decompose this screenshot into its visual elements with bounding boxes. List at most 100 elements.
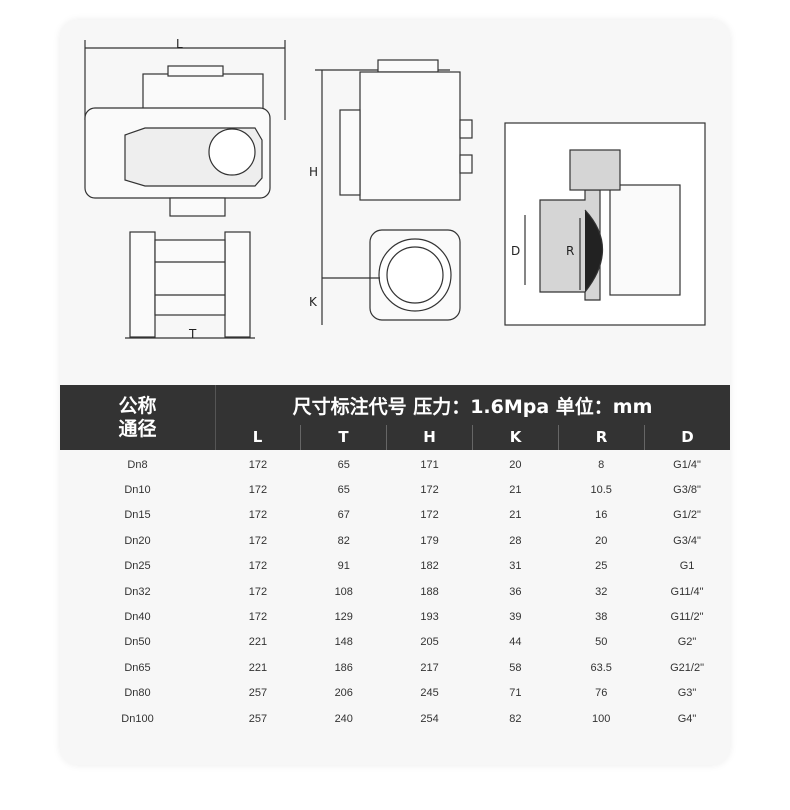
actuator-side <box>359 71 461 201</box>
cell-r: 16 <box>595 509 608 522</box>
column-header-l: L <box>252 428 263 446</box>
valve-body-front <box>154 239 226 316</box>
cell-t: 206 <box>334 687 353 700</box>
cell-l: 172 <box>248 611 268 624</box>
row-name: Dn25 <box>124 560 151 573</box>
table-row: Dn15 172 67 172 21 16 G1/2" <box>60 503 730 528</box>
nominal-diameter-header: 公称 通径 <box>60 385 216 450</box>
dim-label-r: R <box>566 244 575 258</box>
dim-label-l: L <box>176 37 183 51</box>
cell-k: 31 <box>509 560 522 573</box>
cell-d: G3/8" <box>673 484 701 497</box>
cell-d: G3" <box>677 687 697 700</box>
table-header: 公称 通径 尺寸标注代号 压力：1.6Mpa 单位：mm L T H K R D <box>60 385 730 450</box>
cell-k: 21 <box>509 484 522 497</box>
cell-k: 71 <box>509 687 522 700</box>
cell-r: 38 <box>595 611 608 624</box>
cell-t: 186 <box>334 661 353 674</box>
cell-d: G11/2" <box>670 611 704 624</box>
cell-h: 193 <box>420 611 439 624</box>
cell-d: G4" <box>677 712 697 725</box>
row-name: Dn50 <box>124 636 151 649</box>
header-left-line1: 公称 <box>118 394 157 417</box>
cell-k: 21 <box>509 509 522 522</box>
cell-r: 25 <box>595 560 608 573</box>
cell-l: 172 <box>248 585 268 598</box>
row-name: Dn80 <box>124 687 151 700</box>
row-name: Dn8 <box>127 458 148 471</box>
cell-k: 58 <box>509 661 522 674</box>
actuator-top <box>142 73 264 110</box>
cell-t: 148 <box>334 636 353 649</box>
cell-t: 91 <box>337 560 350 573</box>
table-title: 尺寸标注代号 压力：1.6Mpa 单位：mm <box>292 395 653 418</box>
cell-d: G2" <box>677 636 697 649</box>
cell-r: 20 <box>595 534 608 547</box>
header-left-line2: 通径 <box>118 417 157 440</box>
cell-t: 240 <box>334 712 353 725</box>
dim-label-h: H <box>309 165 319 179</box>
cell-d: G1 <box>679 560 695 573</box>
column-header-h: H <box>386 425 472 450</box>
cell-r: 32 <box>595 585 608 598</box>
cell-h: 172 <box>420 484 439 497</box>
column-header-k: K <box>472 425 558 450</box>
cell-t: 82 <box>337 534 350 547</box>
dim-label-k: K <box>309 295 317 309</box>
cell-h: 172 <box>420 509 439 522</box>
cell-k: 36 <box>509 585 522 598</box>
actuator-cover <box>208 128 256 176</box>
cell-t: 67 <box>337 509 350 522</box>
dim-label-d: D <box>511 244 521 258</box>
cell-l: 257 <box>248 687 268 700</box>
table-row: Dn40 172 129 193 39 38 G11/2" <box>60 604 730 629</box>
cell-h: 254 <box>420 712 439 725</box>
cell-d: G1/2" <box>673 509 701 522</box>
column-header-t: T <box>300 425 386 450</box>
cell-k: 20 <box>509 458 522 471</box>
cell-r: 10.5 <box>590 484 612 497</box>
cell-d: G3/4" <box>673 534 701 547</box>
dim-label-t: T <box>189 327 197 341</box>
cell-k: 82 <box>509 712 522 725</box>
cell-l: 257 <box>248 712 268 725</box>
cell-h: 245 <box>420 687 439 700</box>
column-headers: L T H K R D <box>215 425 730 450</box>
cell-d: G11/4" <box>670 585 704 598</box>
cell-h: 179 <box>420 534 439 547</box>
cell-h: 182 <box>420 560 439 573</box>
cell-t: 65 <box>337 484 350 497</box>
cell-h: 217 <box>420 661 439 674</box>
cell-l: 221 <box>248 636 268 649</box>
row-name: Dn65 <box>124 661 151 674</box>
row-name: Dn40 <box>124 611 151 624</box>
cell-l: 172 <box>248 509 268 522</box>
cell-l: 172 <box>248 484 268 497</box>
cell-r: 50 <box>595 636 608 649</box>
cell-l: 172 <box>248 534 268 547</box>
table-row: Dn80 257 206 245 71 76 G3" <box>60 681 730 706</box>
cell-t: 129 <box>334 611 353 624</box>
cell-l: 221 <box>248 661 268 674</box>
column-header-r: R <box>558 425 644 450</box>
valve-drawings-svg <box>84 40 706 339</box>
cell-h: 205 <box>420 636 439 649</box>
cell-r: 100 <box>592 712 611 725</box>
row-name: Dn15 <box>124 509 151 522</box>
cell-h: 188 <box>420 585 439 598</box>
cell-k: 39 <box>509 611 522 624</box>
cell-r: 76 <box>595 687 608 700</box>
cell-l: 172 <box>248 458 268 471</box>
cell-d: G21/2" <box>670 661 704 674</box>
column-header-d: D <box>644 425 730 450</box>
cell-h: 171 <box>420 458 439 471</box>
cell-d: G1/4" <box>673 458 701 471</box>
